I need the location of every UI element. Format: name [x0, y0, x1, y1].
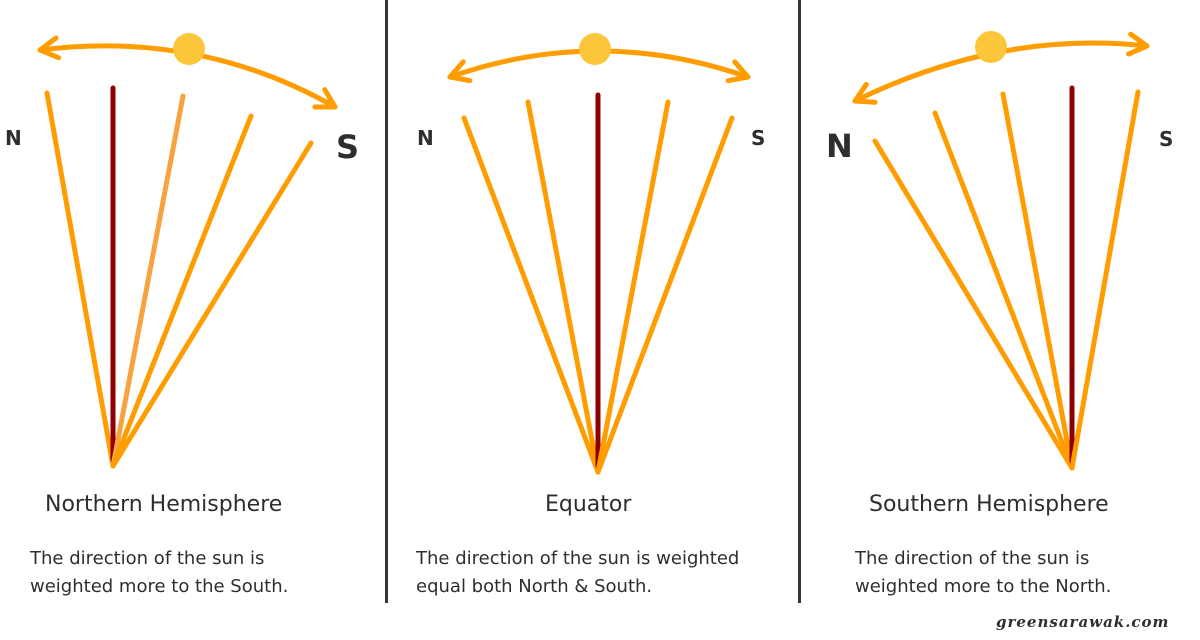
description-line: weighted more to the South. — [30, 576, 289, 597]
panel-description: The direction of the sun is weighted mor… — [855, 545, 1111, 601]
description-line: The direction of the sun is — [30, 548, 265, 569]
sun-icon — [579, 33, 611, 65]
sun-ray-line — [872, 138, 1075, 471]
sun-ray-line — [110, 113, 254, 469]
panel-divider — [385, 0, 388, 603]
panel-title: Northern Hemisphere — [45, 492, 283, 517]
southern-panel-graphic — [852, 31, 1150, 471]
sun-ray-line — [595, 99, 671, 475]
watermark: greensarawak.com — [996, 613, 1170, 631]
north-label: N — [5, 126, 22, 150]
panel-title: Equator — [545, 492, 632, 517]
sun-ray-line — [110, 93, 186, 469]
description-line: The direction of the sun is — [855, 548, 1090, 569]
sun-icon — [975, 31, 1007, 63]
north-label: N — [417, 126, 434, 150]
sun-ray-line — [525, 99, 601, 475]
south-label: S — [336, 128, 360, 166]
north-label: N — [826, 127, 853, 165]
northern-panel-graphic — [37, 33, 338, 469]
panel-divider — [798, 0, 801, 603]
equator-panel-graphic — [447, 33, 751, 475]
description-line: The direction of the sun is weighted — [416, 548, 740, 569]
panel-description: The direction of the sun is weighted mor… — [30, 545, 288, 601]
sun-ray-line — [461, 115, 601, 475]
south-label: S — [751, 126, 766, 150]
sun-icon — [173, 33, 205, 65]
sun-ray-line — [932, 110, 1075, 471]
sun-ray-line — [110, 140, 314, 469]
panel-description: The direction of the sun is weighted equ… — [416, 545, 739, 601]
sun-ray-line — [595, 115, 735, 475]
description-line: equal both North & South. — [416, 576, 653, 597]
south-label: S — [1159, 127, 1174, 151]
sun-ray-line — [44, 90, 116, 469]
panel-title: Southern Hemisphere — [869, 492, 1109, 517]
sun-ray-line — [1069, 89, 1141, 471]
sun-ray-line — [1000, 91, 1075, 471]
description-line: weighted more to the North. — [855, 576, 1112, 597]
